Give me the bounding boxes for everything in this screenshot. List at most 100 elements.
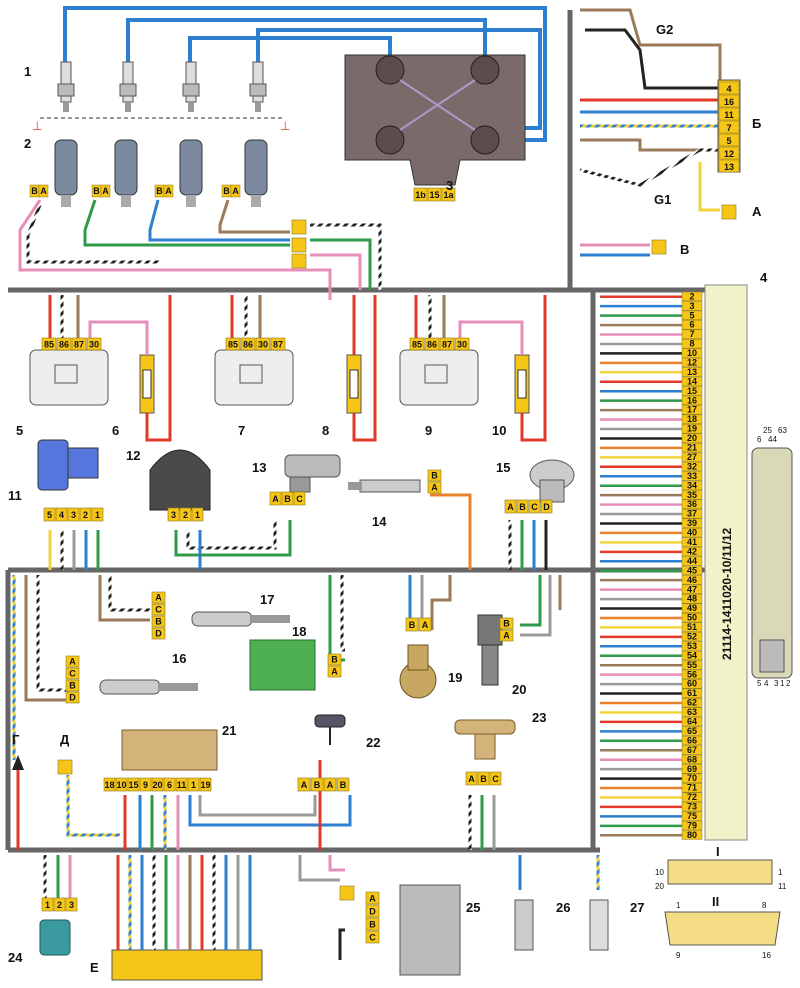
ecu-pin-label: 52 bbox=[687, 632, 697, 642]
ecu-pin-label: 72 bbox=[687, 792, 697, 802]
ecu-pin-box bbox=[681, 424, 703, 434]
conn-ii-8: 8 bbox=[762, 901, 767, 910]
ecu-pin-box bbox=[681, 584, 703, 594]
relay7-connector-pin-box bbox=[225, 337, 241, 351]
spark-plugs: ⊥ ⊥ bbox=[32, 61, 290, 133]
injector-pin-label: A bbox=[232, 186, 239, 196]
sensor15-connector-pin-label: C bbox=[531, 502, 538, 512]
injector-pin-label: A bbox=[102, 186, 109, 196]
ecu-pin-label: 12 bbox=[687, 358, 697, 368]
sensor24-connector-pin-label: 3 bbox=[69, 900, 74, 910]
label-26: 26 bbox=[556, 900, 570, 915]
ecu-pin-label: 54 bbox=[687, 650, 697, 660]
maf-connector-pin-label: 2 bbox=[83, 510, 88, 520]
o2-17-connector-pin-box bbox=[151, 603, 166, 616]
label-7: 7 bbox=[238, 423, 245, 438]
ecu-pin-label: 73 bbox=[687, 802, 697, 812]
injector-pin-label: B bbox=[223, 186, 230, 196]
ecu-pin-box bbox=[681, 594, 703, 604]
ecu-pin-box bbox=[681, 707, 703, 717]
ecu-conn-63: 63 bbox=[778, 426, 787, 435]
sensor19-connector-pin-box bbox=[405, 617, 419, 632]
conn-i-20: 20 bbox=[655, 882, 664, 891]
tab-connector bbox=[291, 219, 307, 235]
sensor-23 bbox=[454, 719, 516, 760]
conn-ii-9: 9 bbox=[676, 951, 681, 960]
switch22-connector-pin-label: A bbox=[301, 780, 308, 790]
ecu-pin-label: 13 bbox=[687, 367, 697, 377]
sensor12-connector-pin-box bbox=[167, 507, 180, 522]
module25-connector-pin-box bbox=[365, 930, 380, 944]
relay7-connector-pin-box bbox=[255, 337, 271, 351]
module21-connector-pin-label: 15 bbox=[128, 780, 138, 790]
ecu-pin-label: 47 bbox=[687, 584, 697, 594]
o2-17-connector-pin-box bbox=[151, 615, 166, 628]
switch22-connector-pin-box bbox=[310, 777, 324, 792]
ecu-connector-view bbox=[751, 447, 793, 679]
ecu-pin-box bbox=[681, 395, 703, 406]
o2-sensor-16 bbox=[99, 679, 198, 695]
ecu-pin-box bbox=[681, 348, 703, 358]
ecu-pin-box bbox=[681, 527, 703, 538]
ecu-pin-box bbox=[681, 792, 703, 802]
relay5-connector-pin-box bbox=[41, 337, 57, 351]
label-14: 14 bbox=[372, 514, 387, 529]
svg-text:⊥: ⊥ bbox=[32, 119, 42, 133]
module21-connector-pin-label: 18 bbox=[104, 780, 114, 790]
sensor19-connector-pin-label: A bbox=[422, 620, 429, 630]
ecu-pin-label: 46 bbox=[687, 575, 697, 585]
ecu-pin-label: 10 bbox=[687, 348, 697, 358]
ecu-pin-label: 53 bbox=[687, 641, 697, 651]
maf-connector-pin-box bbox=[55, 507, 68, 522]
block-b-pin-label: 12 bbox=[724, 149, 734, 159]
label-3: 3 bbox=[446, 178, 453, 193]
sensor20-connector-pin-label: B bbox=[503, 619, 510, 629]
block-b-pin-box bbox=[718, 81, 740, 95]
row4-wires bbox=[66, 760, 496, 850]
ecu-pin-label: 67 bbox=[687, 745, 697, 755]
ecu-pin-label: 51 bbox=[687, 622, 697, 632]
sensor15-connector-pin-box bbox=[504, 499, 517, 514]
sensor15-connector-pin-label: D bbox=[543, 502, 550, 512]
coil-connector-pin-box bbox=[441, 187, 456, 202]
ecu-pin-label: 19 bbox=[687, 424, 697, 434]
ecu-pin-box bbox=[681, 338, 703, 349]
module21-connector-pin-box bbox=[163, 777, 176, 792]
ecu-pin-label: 2 bbox=[689, 291, 694, 301]
maf-connector-pin-box bbox=[43, 507, 56, 522]
tab-connector bbox=[57, 759, 73, 775]
sensor12-connector-pin-label: 2 bbox=[183, 510, 188, 520]
sensor13-connector-pin-label: B bbox=[284, 494, 291, 504]
sensor20-connector-pin-box bbox=[499, 629, 514, 642]
maf-connector-pin-label: 3 bbox=[71, 510, 76, 520]
block-b-pin-box bbox=[718, 120, 740, 134]
ecu-pin-box bbox=[681, 320, 703, 330]
module21-connector-pin-label: 1 bbox=[191, 780, 196, 790]
ecu-pin-box bbox=[681, 745, 703, 755]
connector-e bbox=[111, 949, 263, 981]
ecu-pin-label: 32 bbox=[687, 461, 697, 471]
module21-connector-pin-label: 11 bbox=[177, 780, 187, 790]
relay9-connector-pin-box bbox=[454, 337, 470, 351]
ecu-conn-5: 5 bbox=[757, 679, 762, 688]
module21-connector-pin-box bbox=[199, 777, 212, 792]
fuses bbox=[139, 354, 530, 414]
relay7-connector-pin-label: 30 bbox=[258, 339, 268, 349]
module25-connector-pin-label: C bbox=[369, 932, 376, 942]
label-conn-ii: II bbox=[712, 894, 719, 909]
ecu-pin-box bbox=[681, 480, 703, 491]
sensor15-connector-pin-label: A bbox=[507, 502, 514, 512]
sensor-wires-row2 bbox=[48, 493, 548, 570]
ecu-pin-label: 60 bbox=[687, 679, 697, 689]
bottom-wires bbox=[43, 855, 600, 960]
module21-connector-pin-box bbox=[115, 777, 128, 792]
label-a: А bbox=[752, 204, 762, 219]
relay7-connector-pin-label: 87 bbox=[273, 339, 283, 349]
ecu-pin-label: 41 bbox=[687, 537, 697, 547]
ecu-pin-box bbox=[681, 801, 703, 812]
relay-7 bbox=[214, 349, 294, 406]
relay9-connector-pin-box bbox=[424, 337, 440, 351]
ecu-pin-label: 7 bbox=[689, 329, 694, 339]
label-d: Д bbox=[60, 732, 70, 747]
o2-17-connector-pin-box bbox=[151, 591, 166, 604]
